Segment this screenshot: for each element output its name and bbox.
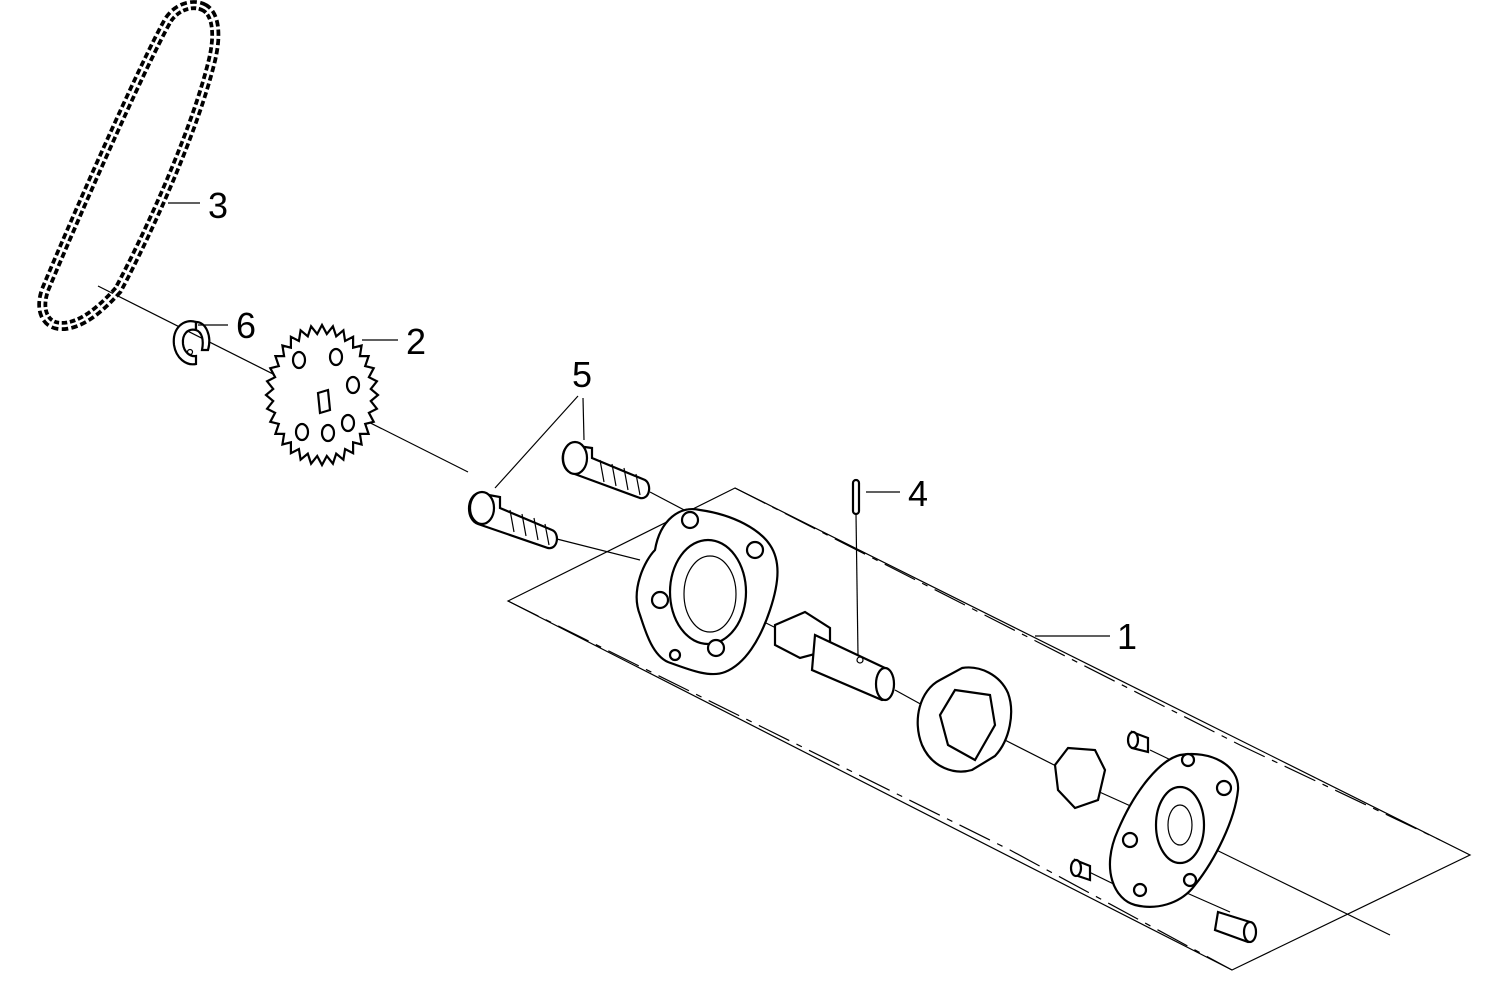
bolt-lower bbox=[467, 490, 558, 550]
inner-rotor bbox=[1053, 746, 1107, 810]
cover-screw bbox=[1213, 910, 1258, 944]
pump-housing bbox=[635, 507, 779, 676]
callout-6: 6 bbox=[236, 305, 256, 346]
dowel-pins bbox=[1069, 730, 1150, 882]
pin bbox=[851, 478, 861, 656]
callout-1: 1 bbox=[1117, 616, 1137, 657]
assembly-dashdot-lines bbox=[507, 487, 1441, 971]
outer-rotor bbox=[916, 666, 1013, 773]
bolt-upper bbox=[561, 440, 651, 500]
sprocket bbox=[264, 322, 380, 468]
circlip bbox=[172, 320, 211, 366]
pump-shaft bbox=[773, 610, 896, 702]
assembly-outline-frame bbox=[506, 487, 1472, 971]
callout-labels: 1 2 3 4 5 6 bbox=[208, 185, 1137, 657]
pump-cover bbox=[1108, 752, 1240, 908]
callout-5: 5 bbox=[572, 354, 592, 395]
leader-lines bbox=[168, 202, 1110, 637]
timing-chain bbox=[37, 0, 221, 331]
callout-2: 2 bbox=[406, 321, 426, 362]
callout-4: 4 bbox=[908, 473, 928, 514]
callout-3: 3 bbox=[208, 185, 228, 226]
